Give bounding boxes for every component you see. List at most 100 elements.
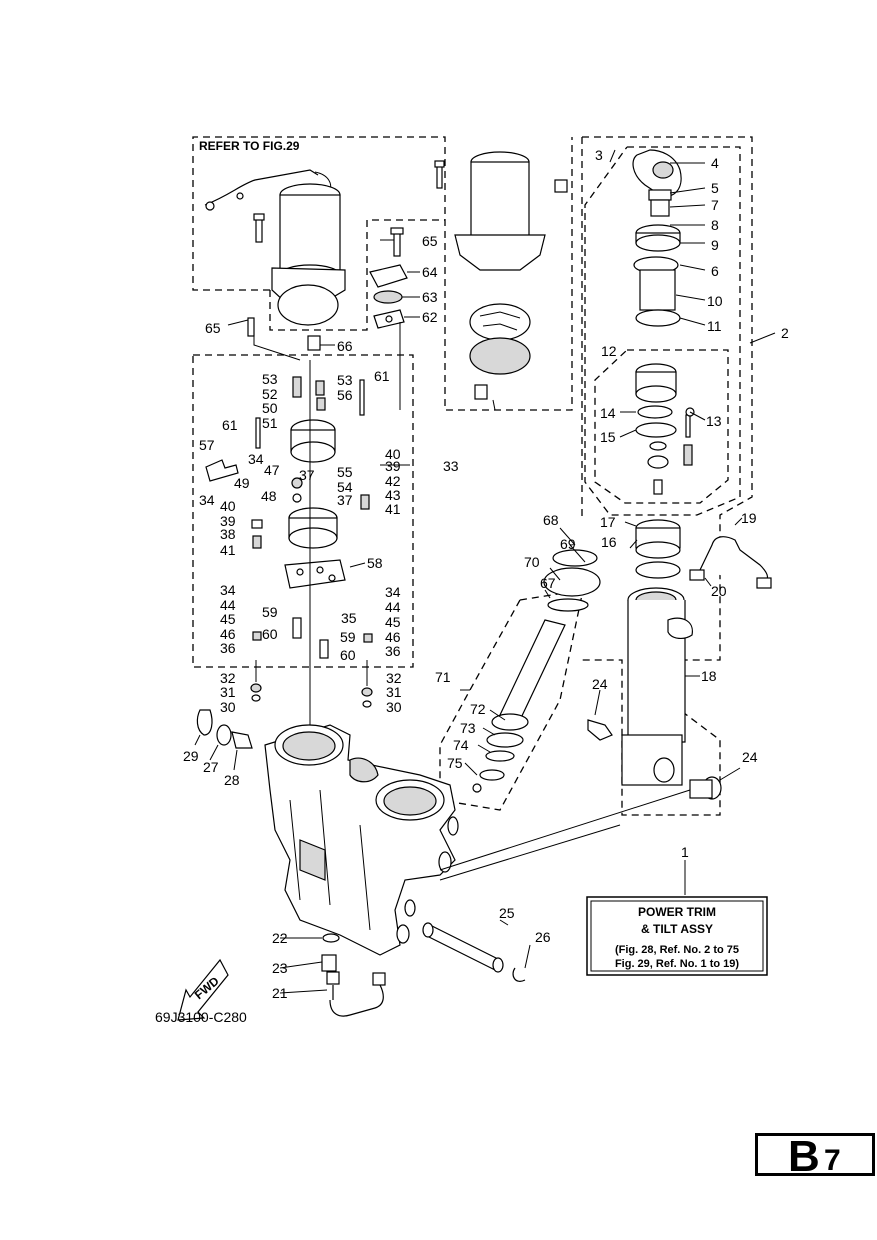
part-label: 21 — [272, 985, 288, 1001]
part-label: 60 — [262, 626, 278, 642]
piston-subgroup-outline — [594, 349, 729, 504]
part-label: 53 — [337, 372, 353, 388]
lower-fittings — [196, 709, 386, 1017]
fig29-reference-outline — [192, 136, 573, 411]
part-label: 2 — [781, 325, 789, 341]
part-label: 45 — [385, 614, 401, 630]
page-badge-letter: B — [788, 1132, 820, 1181]
pump-cover-parts — [369, 227, 408, 410]
part-label: 58 — [367, 555, 383, 571]
part-number-labels: 1 2 3 4 5 6 7 8 9 10 11 12 13 14 15 16 1… — [183, 147, 789, 1001]
part-label: 43 — [385, 487, 401, 503]
part-label: 31 — [386, 684, 402, 700]
part-label: 1 — [681, 844, 689, 860]
part-label: 48 — [261, 488, 277, 504]
part-label: 72 — [470, 701, 486, 717]
part-label: 34 — [199, 492, 215, 508]
part-label: 34 — [385, 584, 401, 600]
part-label: 8 — [711, 217, 719, 233]
part-label: 30 — [220, 699, 236, 715]
part-label: 28 — [224, 772, 240, 788]
part-label: 51 — [262, 415, 278, 431]
page-badge-number: 7 — [824, 1144, 841, 1177]
part-label: 67 — [540, 575, 556, 591]
cylinder-group-outline — [582, 136, 753, 816]
part-label: 54 — [337, 479, 353, 495]
part-label: 11 — [707, 318, 722, 334]
part-label: 16 — [601, 534, 617, 550]
drawing-code: 69J3100-C280 — [155, 1009, 247, 1025]
part-label: 19 — [741, 510, 757, 526]
part-label: 34 — [248, 451, 264, 467]
callout-note-line2: Fig. 29, Ref. No. 1 to 19) — [615, 958, 739, 970]
part-label: 68 — [543, 512, 559, 528]
part-label: 24 — [742, 749, 758, 765]
part-label: 52 — [262, 386, 278, 402]
part-label: 34 — [220, 582, 236, 598]
part-label: 31 — [220, 684, 236, 700]
part-label: 55 — [337, 464, 353, 480]
tilt-shaft — [422, 789, 691, 982]
part-label: 65 — [205, 320, 221, 336]
part-label: 42 — [385, 473, 401, 489]
part-label: 39 — [385, 458, 401, 474]
part-label: 26 — [535, 929, 551, 945]
part-label: 9 — [711, 237, 719, 253]
part-label: 25 — [499, 905, 515, 921]
header-note: REFER TO FIG.29 — [199, 139, 300, 153]
part-label: 46 — [220, 626, 236, 642]
assy-callout-box: POWER TRIM & TILT ASSY (Fig. 28, Ref. No… — [586, 896, 768, 976]
part-label: 64 — [422, 264, 438, 280]
manual-valve-parts — [472, 549, 601, 793]
leader-lines — [194, 149, 776, 994]
part-label: 20 — [711, 583, 727, 599]
trim-motor-right — [434, 151, 568, 411]
part-label: 10 — [707, 293, 723, 309]
part-label: 56 — [337, 387, 353, 403]
part-label: 46 — [385, 629, 401, 645]
part-label: 36 — [220, 640, 236, 656]
part-label: 33 — [443, 458, 459, 474]
part-label: 30 — [386, 699, 402, 715]
part-label: 32 — [220, 670, 236, 686]
part-label: 12 — [601, 343, 617, 359]
part-label: 27 — [203, 759, 219, 775]
part-label: 73 — [460, 720, 476, 736]
part-label: 3 — [595, 147, 603, 163]
part-label: 29 — [183, 748, 199, 764]
part-label: 74 — [453, 737, 469, 753]
part-label: 15 — [600, 429, 616, 445]
part-label: 36 — [385, 643, 401, 659]
callout-title-line2: & TILT ASSY — [641, 922, 713, 936]
part-label: 63 — [422, 289, 438, 305]
part-label: 60 — [340, 647, 356, 663]
group-outlines — [192, 136, 753, 816]
part-label: 47 — [264, 462, 280, 478]
part-label: 17 — [600, 514, 616, 530]
part-label: 69 — [560, 536, 576, 552]
trim-motor-left — [204, 169, 346, 326]
part-label: 70 — [524, 554, 540, 570]
valve-group-outline — [192, 354, 414, 668]
part-label: 40 — [220, 498, 236, 514]
part-label: 61 — [222, 417, 238, 433]
part-label: 66 — [337, 338, 353, 354]
part-label: 65 — [422, 233, 438, 249]
callout-note-line1: (Fig. 28, Ref. No. 2 to 75 — [615, 944, 739, 956]
part-label: 5 — [711, 180, 719, 196]
part-label: 6 — [711, 263, 719, 279]
page-badge: B 7 — [755, 1132, 875, 1181]
part-label: 59 — [262, 604, 278, 620]
part-label: 24 — [592, 676, 608, 692]
callout-title-line1: POWER TRIM — [638, 905, 716, 919]
part-label: 22 — [272, 930, 288, 946]
part-label: 57 — [199, 437, 215, 453]
part-label: 32 — [386, 670, 402, 686]
manual-valve-group-outline — [439, 589, 584, 811]
part-label: 14 — [600, 405, 616, 421]
rod-subgroup-outline — [584, 146, 741, 516]
part-label: 4 — [711, 155, 719, 171]
part-label: 71 — [435, 669, 451, 685]
part-label: 37 — [337, 492, 353, 508]
manifold-bracket — [264, 724, 459, 956]
